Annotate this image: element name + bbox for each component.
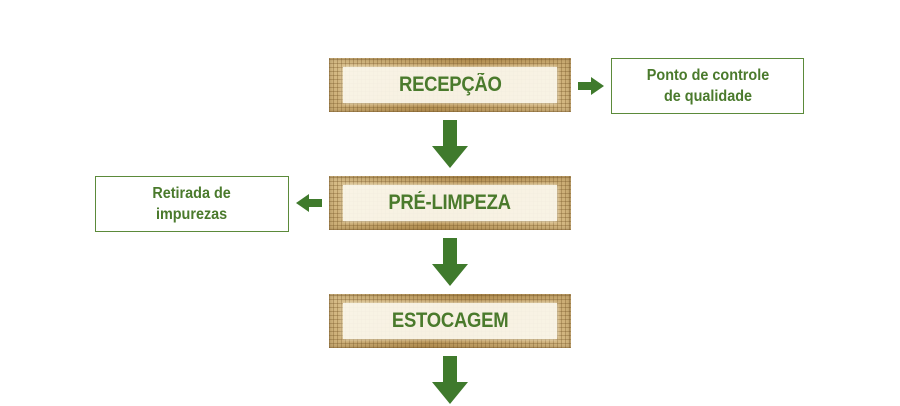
note-quality-control: Ponto de controle de qualidade	[611, 58, 804, 114]
note-impurity-removal: Retirada de impurezas	[95, 176, 289, 232]
stage-label-panel: RECEPÇÃO	[343, 67, 557, 103]
stage-estocagem: ESTOCAGEM	[329, 294, 571, 348]
arrow-down-icon	[432, 238, 468, 286]
stage-label-estocagem: ESTOCAGEM	[391, 309, 509, 332]
note-quality-control-label: Ponto de controle de qualidade	[646, 67, 769, 105]
arrow-down-icon	[432, 120, 468, 168]
stage-label-panel: ESTOCAGEM	[343, 303, 557, 339]
stage-recepcao: RECEPÇÃO	[329, 58, 571, 112]
stage-label-recepcao: RECEPÇÃO	[398, 73, 502, 96]
arrow-down-icon	[432, 356, 468, 404]
stage-label-panel: PRÉ-LIMPEZA	[343, 185, 557, 221]
stage-pre-limpeza: PRÉ-LIMPEZA	[329, 176, 571, 230]
arrow-right-icon	[578, 77, 604, 95]
note-impurity-removal-label: Retirada de impurezas	[152, 185, 232, 223]
stage-label-pre-limpeza: PRÉ-LIMPEZA	[388, 191, 512, 214]
arrow-left-icon	[296, 194, 322, 212]
